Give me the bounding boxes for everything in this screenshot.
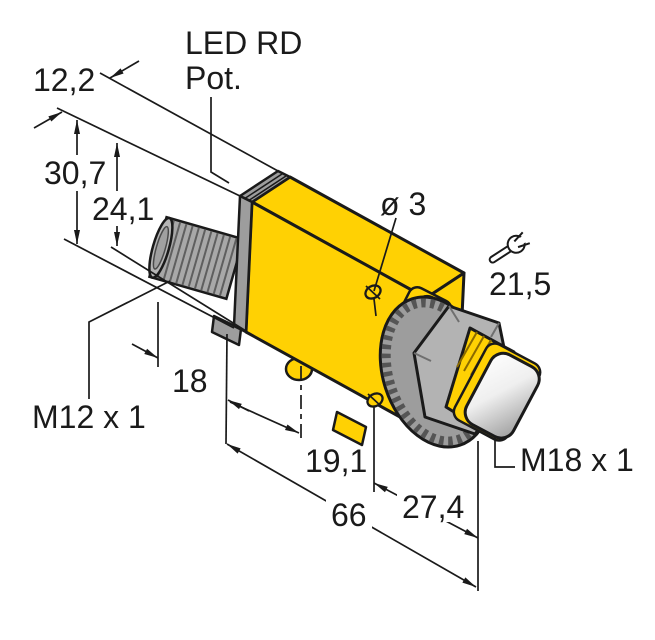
label-m12-thread: M12 x 1 [32, 399, 146, 435]
lens [452, 342, 542, 442]
dim-12-2-arrow-far [109, 60, 140, 79]
cap-top-ridges [243, 173, 287, 202]
dimension-lines [33, 60, 515, 591]
ext-stub-hole-upper [373, 298, 377, 317]
ext-line-bottom-2 [110, 246, 247, 332]
dim-30-7-text: 30,7 [44, 155, 106, 191]
cap-front-face [232, 194, 254, 334]
wrench-icon [488, 231, 531, 264]
dim-12-2-text: 12,2 [33, 62, 95, 98]
label-wrench-size: 21,5 [489, 266, 551, 302]
ext-line-top-far [99, 72, 279, 172]
dim-27-4-text: 27,4 [402, 489, 464, 525]
leader-hole-diameter [373, 217, 397, 292]
ext-line-bottom-1 [63, 238, 235, 329]
mounting-tab [331, 410, 368, 447]
lens-face [463, 351, 541, 440]
end-cap [232, 169, 292, 334]
hole-lower [366, 392, 384, 408]
leader-m12 [88, 280, 171, 399]
ext-line-top-near [56, 107, 241, 197]
label-m18-thread: M18 x 1 [520, 442, 634, 478]
ext-line-mid [225, 333, 228, 445]
label-led: LED RD [185, 25, 302, 61]
label-hole-diameter: ø 3 [380, 186, 426, 222]
dim-24-1-text: 24,1 [92, 191, 154, 227]
m12-connector [147, 215, 245, 301]
dim-19-1-text: 19,1 [305, 443, 367, 479]
dim-66-text: 66 [331, 497, 367, 533]
dim-18-text: 18 [172, 363, 208, 399]
leader-pot [210, 97, 230, 184]
dim-18-arrow-left [131, 343, 159, 359]
dim-12-2-arrow-near [33, 111, 63, 129]
label-pot: Pot. [185, 60, 242, 96]
cap-bottom-step [210, 314, 243, 347]
dim-19-1-line [229, 401, 300, 434]
leader-m18 [494, 437, 515, 468]
hole-upper [364, 284, 382, 300]
